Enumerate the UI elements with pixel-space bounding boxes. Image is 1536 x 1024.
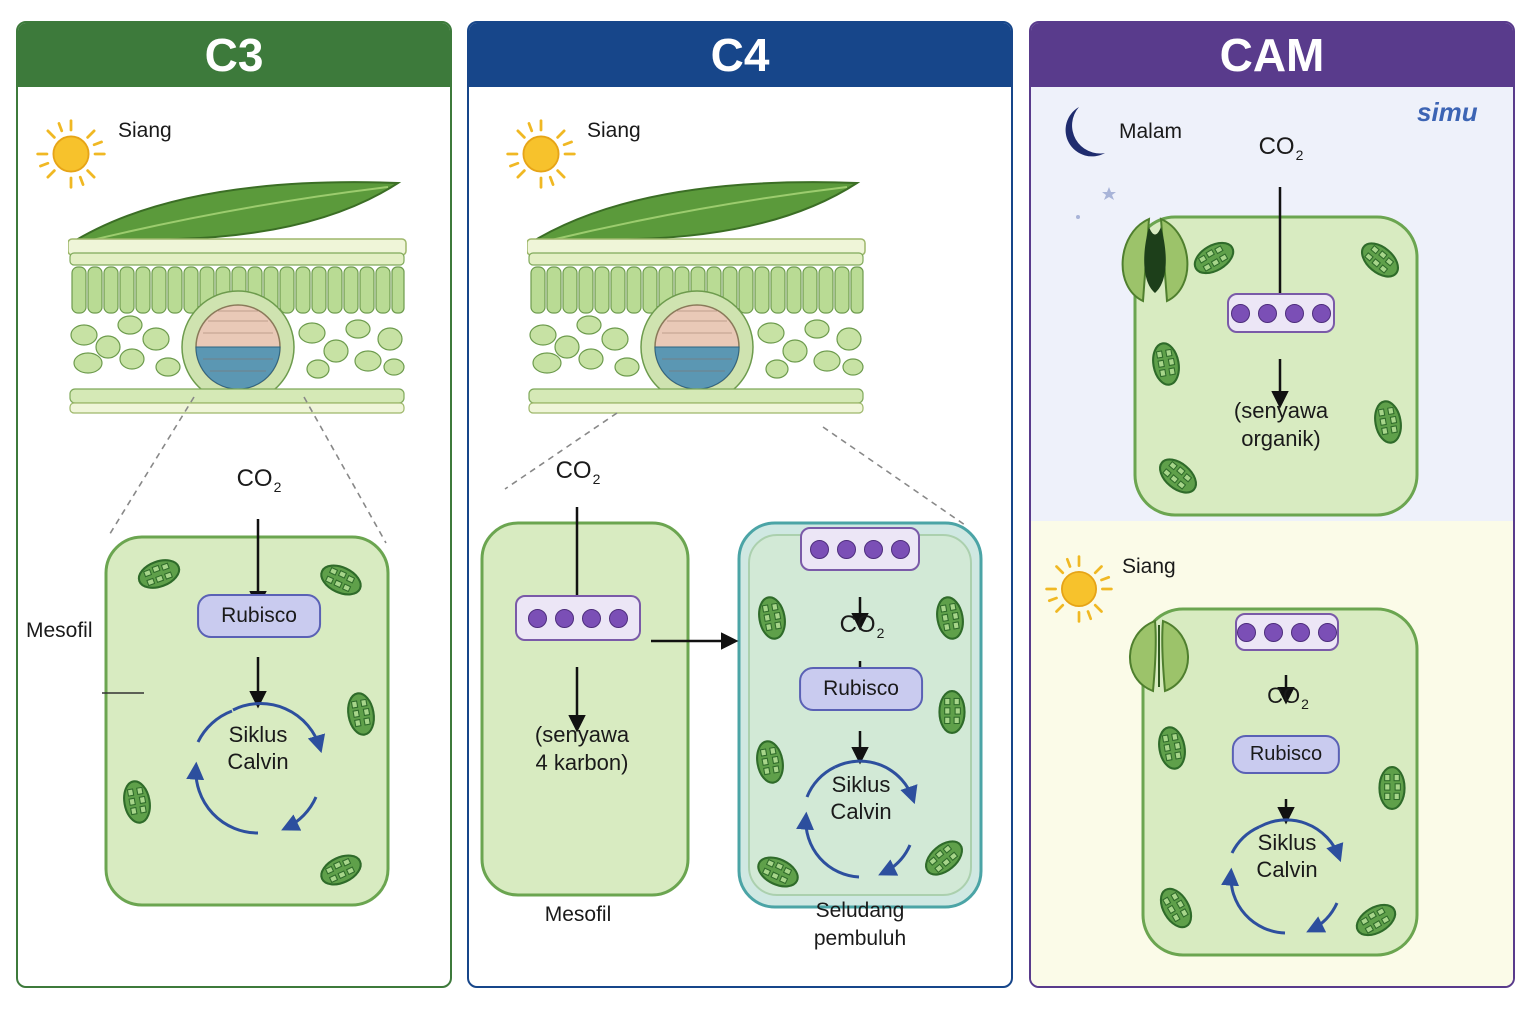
cam-night-molecule [1227, 293, 1335, 333]
stomata-closed-icon [1129, 619, 1189, 693]
cam-night-cell [1133, 215, 1419, 517]
cam-day-molecule [1235, 613, 1339, 651]
moon-icon [1065, 107, 1105, 157]
c4-rubisco-enzyme: Rubisco [799, 667, 923, 711]
c3-mesophyll-label: Mesofil [26, 619, 93, 642]
leaf-cross-section-icon [68, 181, 407, 414]
c4-four-carbon-molecule [515, 595, 641, 641]
c4-mesophyll-cell [480, 521, 690, 897]
sun-icon [506, 119, 576, 189]
c3-diagram-art [36, 119, 407, 907]
cam-night-time-label: Malam [1119, 120, 1183, 143]
stomata-open-icon [1121, 217, 1189, 303]
c4-bundle-co2-label: CO2 [839, 611, 885, 641]
c4-title: C4 [710, 29, 770, 81]
c4-mesophyll-label: Mesofil [544, 903, 612, 926]
leaf-cross-section-icon [527, 181, 866, 414]
c4-co2-label: CO2 [555, 457, 601, 487]
cam-day-time-label: Siang [1122, 555, 1176, 578]
cam-night-co2-label: CO2 [1258, 133, 1304, 163]
c4-header: C4 [469, 23, 1011, 87]
sun-icon [36, 119, 106, 189]
cam-day-cell [1141, 607, 1419, 957]
cam-diagram-art [1045, 107, 1419, 957]
sun-icon [1045, 555, 1113, 623]
c3-title: C3 [204, 29, 264, 81]
star-icon [1102, 187, 1116, 200]
c3-rubisco-enzyme: Rubisco [197, 594, 321, 638]
cam-title: CAM [1219, 29, 1325, 81]
c3-co2-label: CO2 [236, 465, 282, 495]
c4-bundle-molecule [800, 527, 920, 571]
cam-day-co2-label: CO2 [1267, 683, 1309, 712]
c3-header: C3 [18, 23, 450, 87]
c4-time-label: Siang [587, 119, 641, 142]
cam-panel: CAM [1029, 21, 1515, 988]
c4-diagram-art [480, 119, 983, 909]
cam-header: CAM [1031, 23, 1513, 87]
cam-day-rubisco-enzyme: Rubisco [1231, 735, 1341, 774]
c4-bundle-sheath-cell [737, 521, 983, 909]
brand-logo: simu [1417, 97, 1478, 127]
c3-time-label: Siang [118, 119, 172, 142]
